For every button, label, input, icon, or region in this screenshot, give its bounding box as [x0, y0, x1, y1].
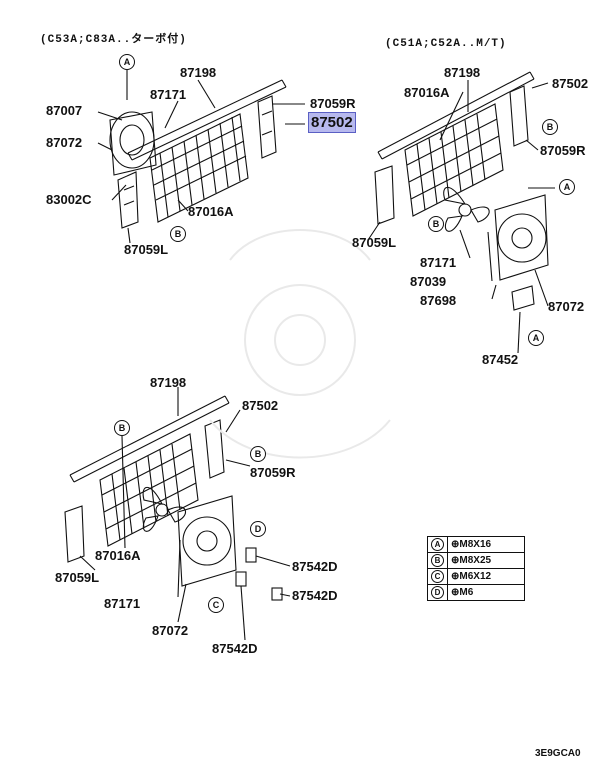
legend-value-d: ⊕M6 — [447, 584, 525, 601]
part-87502-highlight[interactable]: 87502 — [308, 112, 356, 133]
callout-b-tr-2: B — [428, 216, 444, 232]
bracket-left-tr — [374, 165, 395, 225]
part-87059R-tr[interactable]: 87059R — [540, 143, 586, 158]
legend-key: A — [427, 536, 448, 553]
header-left: (C53A;C83A..ターボ付) — [40, 34, 187, 46]
bracket-right-bt — [204, 419, 225, 479]
part-87198-bt[interactable]: 87198 — [150, 375, 187, 390]
part-87016A-bt[interactable]: 87016A — [95, 548, 141, 563]
bracket-right-tr — [509, 85, 529, 147]
seal-strip-bt — [69, 395, 230, 483]
bracket-right-tl — [257, 95, 277, 159]
diagram-code: 3E9GCA0 — [535, 748, 581, 759]
callout-b-tl: B — [170, 226, 186, 242]
part-87171-bt[interactable]: 87171 — [104, 596, 141, 611]
part-87072-tl[interactable]: 87072 — [46, 135, 83, 150]
fan-blade-bt — [142, 486, 186, 532]
legend-key: C — [427, 568, 448, 585]
part-87198-tl[interactable]: 87198 — [180, 65, 217, 80]
part-87072-bt[interactable]: 87072 — [152, 623, 189, 638]
part-87059L-bt[interactable]: 87059L — [55, 570, 100, 585]
legend-row: A ⊕M8X16 — [427, 536, 525, 553]
bracket-left-tl — [117, 171, 139, 229]
legend-row: C ⊕M6X12 — [427, 568, 525, 585]
legend-key-c: C — [431, 570, 444, 583]
part-87542D-bt-1[interactable]: 87542D — [292, 559, 338, 574]
callout-a-tr-1: A — [559, 179, 575, 195]
part-87007-tl[interactable]: 87007 — [46, 103, 83, 118]
part-87452-tr[interactable]: 87452 — [482, 352, 519, 367]
seal-strip-tr — [377, 71, 535, 160]
legend-key-a: A — [431, 538, 444, 551]
callout-c-bt: C — [208, 597, 224, 613]
callout-a-tr-2: A — [528, 330, 544, 346]
part-87171-tl[interactable]: 87171 — [150, 87, 187, 102]
fastener-legend: A ⊕M8X16 B ⊕M8X25 C ⊕M6X12 D ⊕M6 — [427, 536, 525, 601]
bracket-left-bt — [64, 505, 85, 563]
part-87542D-bt-2[interactable]: 87542D — [292, 588, 338, 603]
part-87039-tr[interactable]: 87039 — [410, 274, 447, 289]
legend-key: B — [427, 552, 448, 569]
fan-blade-tr — [443, 186, 490, 232]
watermark-emblem — [209, 229, 391, 459]
part-87059R-tl[interactable]: 87059R — [310, 96, 356, 111]
legend-row: B ⊕M8X25 — [427, 552, 525, 569]
legend-value-c: ⊕M6X12 — [447, 568, 525, 585]
part-87502-bt[interactable]: 87502 — [242, 398, 279, 413]
part-87016A-tr[interactable]: 87016A — [404, 85, 450, 100]
callout-a-tl: A — [119, 54, 135, 70]
condenser-tl — [149, 113, 249, 223]
part-87502-tl-highlighted[interactable]: 87502 — [308, 112, 356, 133]
legend-key: D — [427, 584, 448, 601]
part-87016A-tl[interactable]: 87016A — [188, 204, 234, 219]
part-87542D-bt-3[interactable]: 87542D — [212, 641, 258, 656]
header-right: (C51A;C52A..M/T) — [385, 38, 507, 50]
legend-value-a: ⊕M8X16 — [447, 536, 525, 553]
legend-key-d: D — [431, 586, 444, 599]
legend-key-b: B — [431, 554, 444, 567]
relay-brackets-bt — [235, 547, 283, 601]
part-87059L-tr[interactable]: 87059L — [352, 235, 397, 250]
part-87072-tr[interactable]: 87072 — [548, 299, 585, 314]
part-83002C-tl[interactable]: 83002C — [46, 192, 92, 207]
fan-shroud-bt — [177, 495, 237, 587]
condenser-bt — [99, 433, 199, 547]
legend-row: D ⊕M6 — [427, 584, 525, 601]
callout-b-bt-2: B — [250, 446, 266, 462]
fan-shroud-tl — [109, 111, 157, 176]
callout-b-tr: B — [542, 119, 558, 135]
callout-b-bt-1: B — [114, 420, 130, 436]
part-87059L-tl[interactable]: 87059L — [124, 242, 169, 257]
part-87502-tr[interactable]: 87502 — [552, 76, 589, 91]
part-87698-tr[interactable]: 87698 — [420, 293, 457, 308]
part-87171-tr[interactable]: 87171 — [420, 255, 457, 270]
part-87198-tr[interactable]: 87198 — [444, 65, 481, 80]
legend-value-b: ⊕M8X25 — [447, 552, 525, 569]
part-87059R-bt[interactable]: 87059R — [250, 465, 296, 480]
fan-shroud-tr — [494, 194, 549, 311]
callout-d-bt: D — [250, 521, 266, 537]
